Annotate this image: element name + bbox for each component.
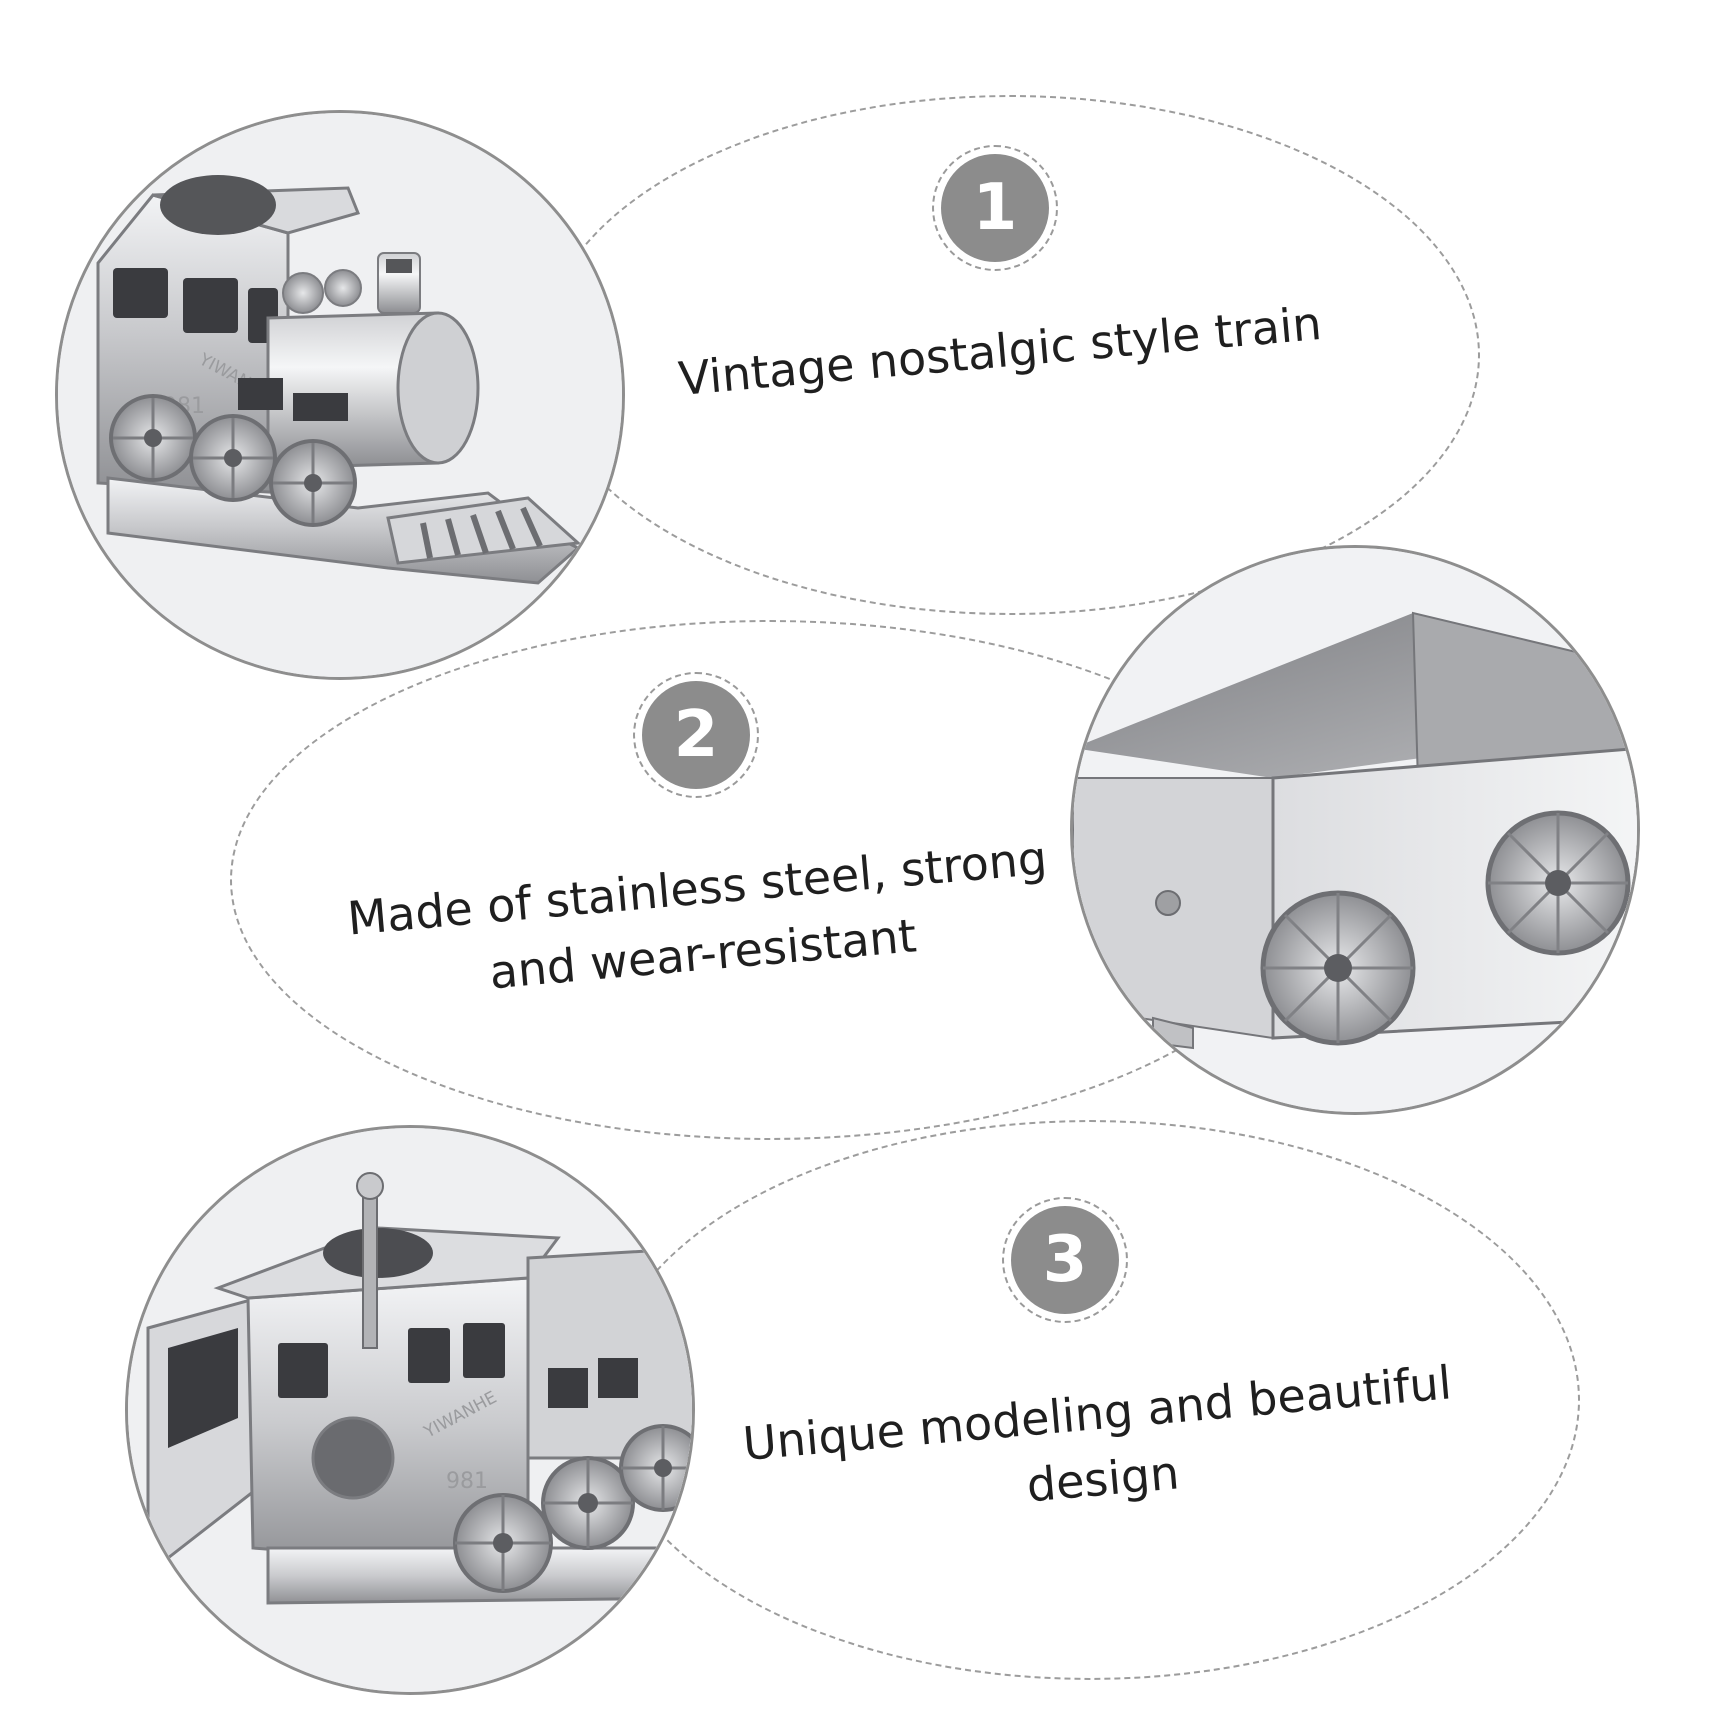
step-badge-2: 2 — [633, 672, 759, 798]
wagon-illustration — [1073, 548, 1637, 1112]
step-number-3: 3 — [1011, 1206, 1119, 1314]
photo-locomotive: YIWANHE 981 — [55, 110, 625, 680]
photo-tender-wagon — [1070, 545, 1640, 1115]
photo-locomotive-cab: YIWANHE 981 — [125, 1125, 695, 1695]
step-number-2: 2 — [642, 681, 750, 789]
step-number-1: 1 — [941, 154, 1049, 262]
cab-wheels — [453, 1424, 692, 1593]
wagon-wheels — [1260, 810, 1631, 1046]
locomotive-illustration: YIWANHE 981 — [58, 113, 622, 677]
wheels — [109, 394, 357, 527]
step-badge-3: 3 — [1002, 1197, 1128, 1323]
step-badge-1: 1 — [932, 145, 1058, 271]
cab-engraving-number: 981 — [446, 1469, 488, 1494]
cab-illustration: YIWANHE 981 — [128, 1128, 692, 1692]
